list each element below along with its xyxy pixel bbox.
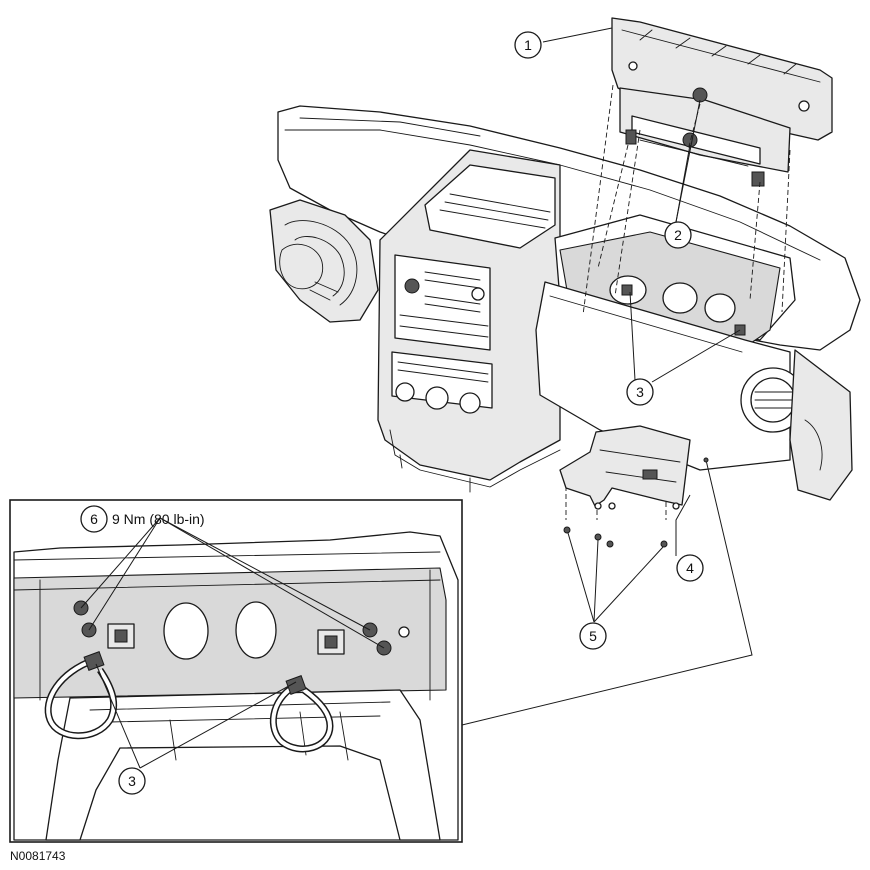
callout-4-label: 4: [686, 560, 694, 576]
callout-4: 4: [676, 554, 704, 582]
callout-5: 5: [579, 622, 607, 650]
figure-id: N0081743: [10, 849, 66, 863]
callout-2-label: 2: [674, 227, 682, 243]
callout-3-detail-label: 3: [128, 773, 136, 789]
callout-6-label: 6: [90, 511, 98, 527]
detail-reference-point: [703, 457, 709, 463]
detail-reference-leader: [461, 459, 753, 726]
callout-2: 2: [664, 221, 692, 249]
leader-lines: [80, 27, 741, 769]
callout-5-label: 5: [589, 628, 597, 644]
part-5-screws: [563, 526, 668, 548]
callout-3: 3: [626, 378, 654, 406]
callout-3-detail: 3: [118, 767, 146, 795]
center-stack: [377, 149, 561, 493]
callout-6: 6: [80, 505, 108, 533]
callout-1-label: 1: [524, 37, 532, 53]
callout-1: 1: [514, 31, 542, 59]
part-4-lower-bracket: [559, 425, 691, 510]
part-2-bracket-assembly: [619, 87, 791, 187]
detail-inset: [9, 499, 463, 843]
callout-3-label: 3: [636, 384, 644, 400]
torque-spec-label: 9 Nm (80 lb-in): [112, 511, 205, 527]
part-1-upper-trim-panel: [611, 17, 833, 141]
